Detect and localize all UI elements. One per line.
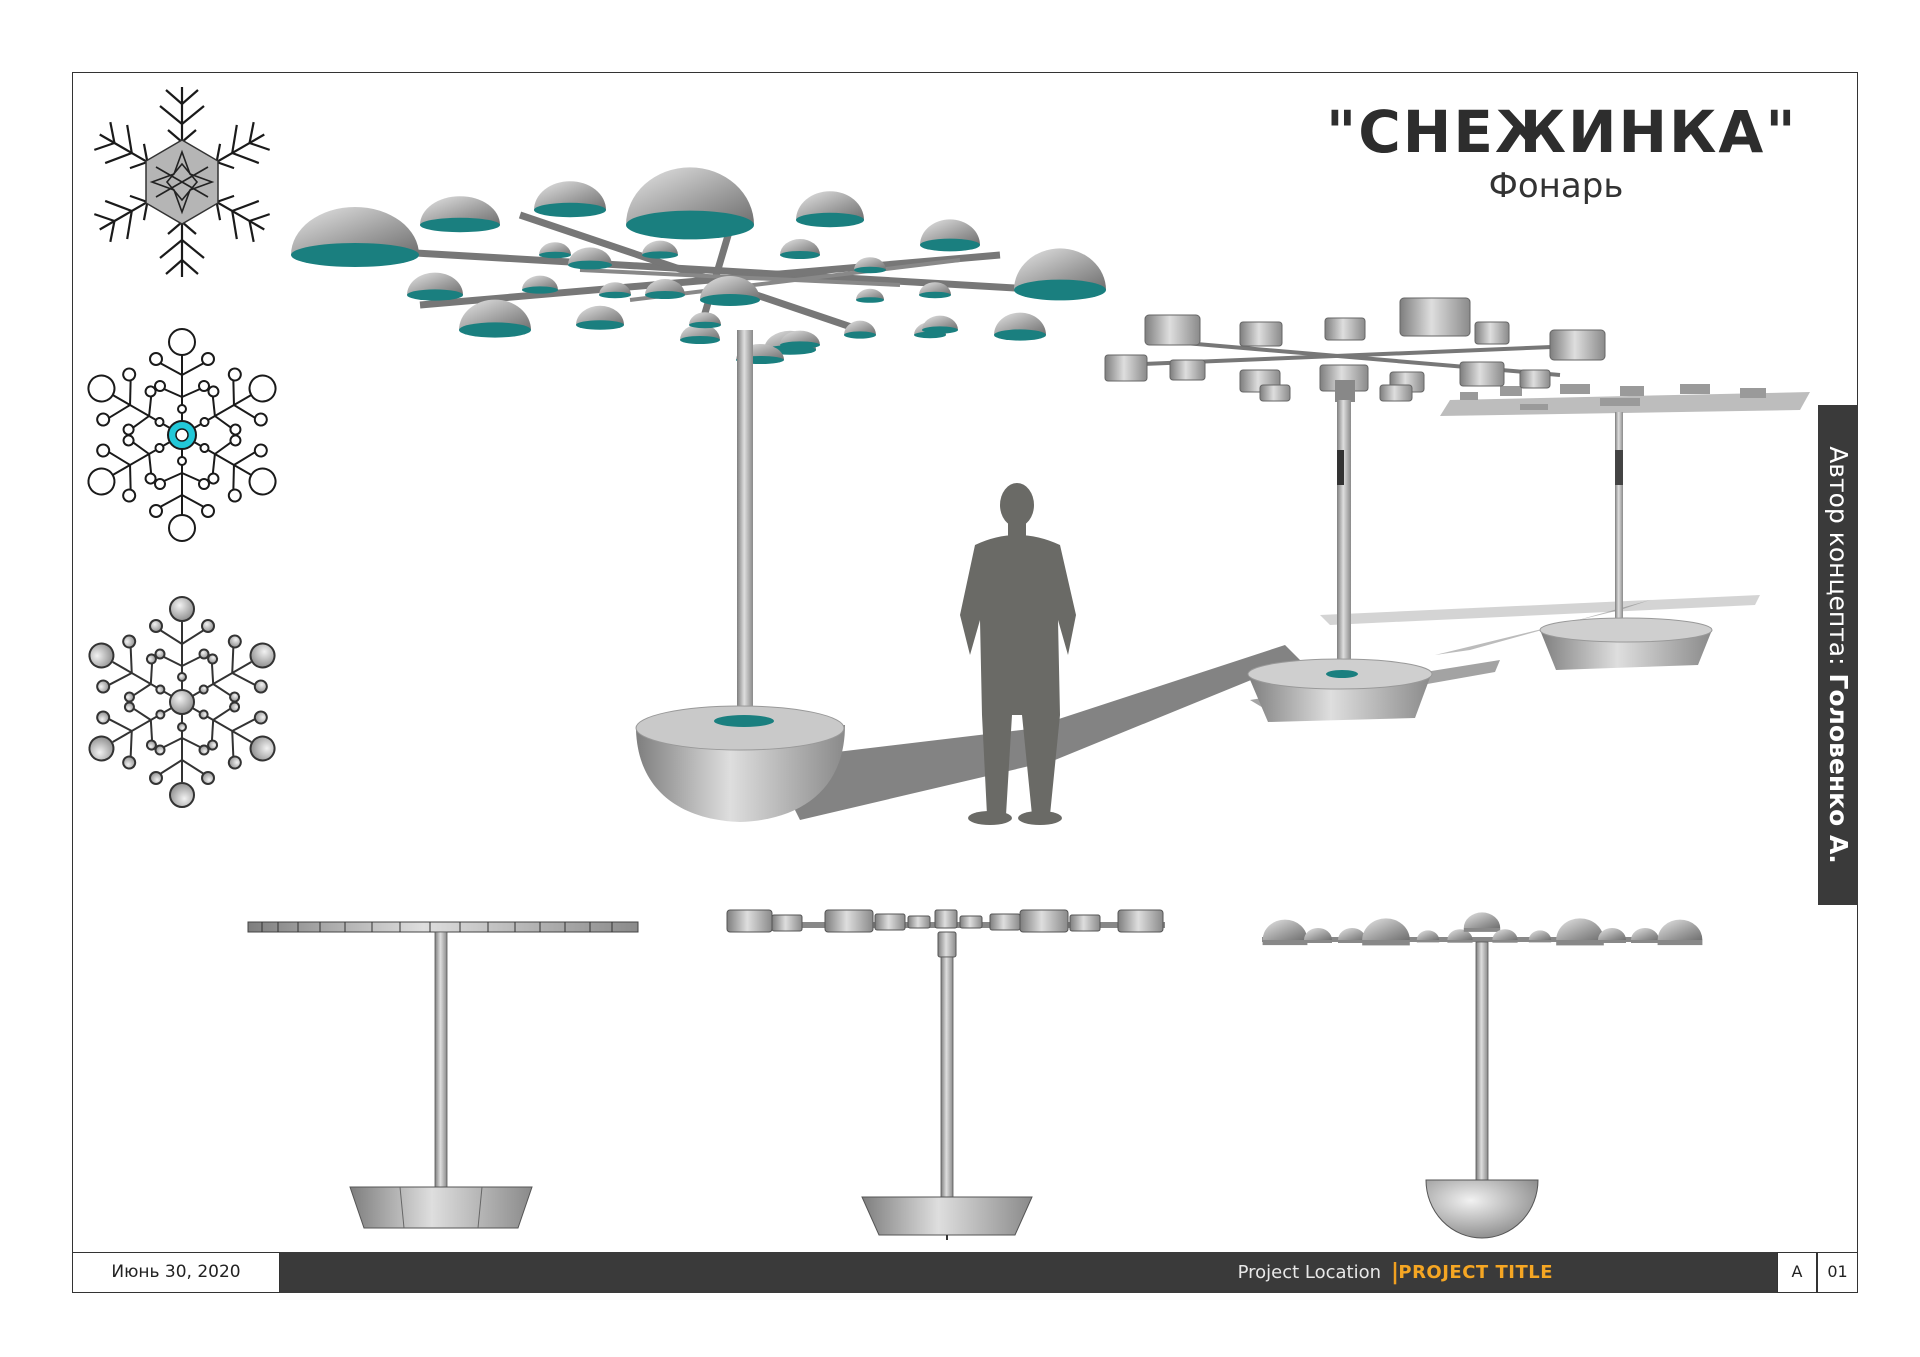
- footer-separator: |: [1390, 1260, 1399, 1285]
- project-title: PROJECT TITLE: [1398, 1262, 1553, 1283]
- elevation-view-cylinders: [726, 909, 1165, 1240]
- author-credit: Автор концепта: Головенко А.: [1818, 405, 1858, 905]
- snowflake-icon-circles: [73, 328, 291, 542]
- page-subtitle: Фонарь: [1488, 166, 1624, 206]
- human-silhouette-icon: [960, 483, 1076, 825]
- elevation-view-domes: [1262, 912, 1703, 1239]
- author-label: Автор концепта:: [1824, 446, 1853, 674]
- lamp-near-render: [291, 167, 1106, 822]
- elevation-view-flat: [247, 921, 639, 1229]
- author-tab: [1818, 405, 1858, 905]
- project-location: Project Location: [1237, 1262, 1381, 1283]
- footer-bar: Project Location | PROJECT TITLE: [280, 1252, 1777, 1293]
- footer-date: Июнь 30, 2020: [72, 1252, 280, 1293]
- drawing-sheet: [72, 72, 1858, 1293]
- snowflake-icon-line: [87, 87, 277, 279]
- sheet-letter: A: [1777, 1252, 1817, 1293]
- lamp-mid-render: [1104, 297, 1606, 722]
- author-name: Головенко А.: [1824, 673, 1853, 864]
- snowflake-icon-spheres: [74, 596, 290, 808]
- lamp-far-render: [1440, 384, 1810, 670]
- sheet-number: 01: [1817, 1252, 1858, 1293]
- page-title: "СНЕЖИНКА": [1326, 98, 1798, 166]
- title-block: Июнь 30, 2020 Project Location | PROJECT…: [72, 1252, 1858, 1293]
